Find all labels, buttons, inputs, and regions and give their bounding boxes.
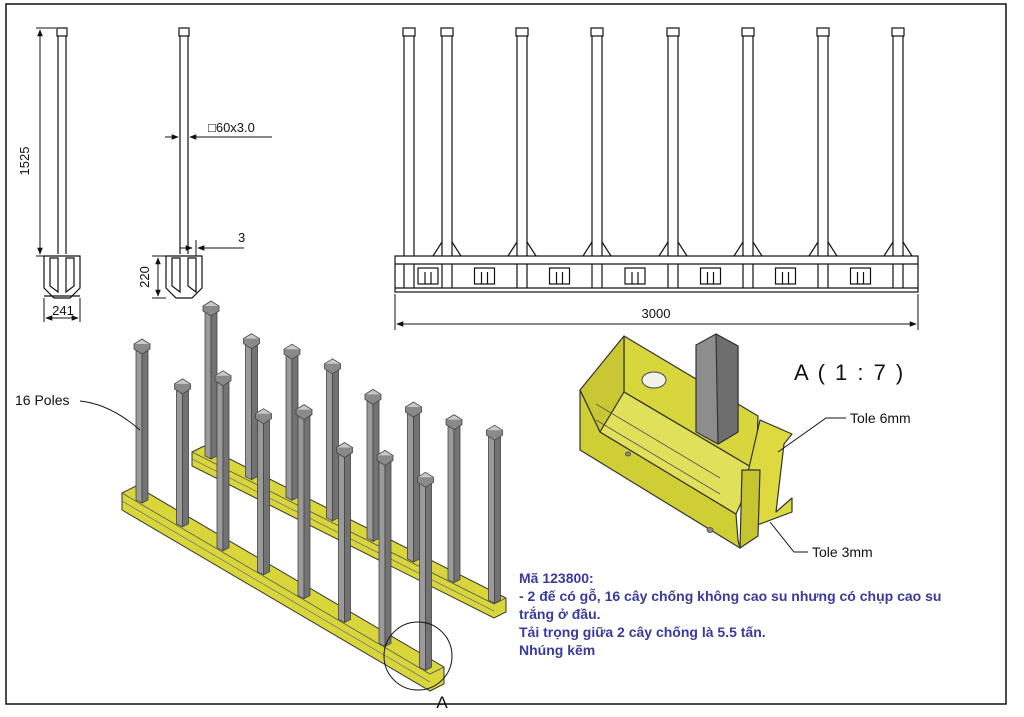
front-base-beam xyxy=(121,485,445,692)
isometric-pole xyxy=(214,370,232,552)
dimension-base-width-label: 241 xyxy=(52,303,74,318)
front-view-pole xyxy=(658,27,688,288)
side-view-right xyxy=(165,27,203,299)
detail-marker: A xyxy=(436,693,448,712)
dimension-length-label: 3000 xyxy=(642,306,671,321)
note-line-load: Tải trọng giữa 2 cây chống là 5.5 tấn. xyxy=(519,624,766,640)
dimension-height xyxy=(36,27,56,257)
isometric-pole xyxy=(416,471,435,671)
tole-6-label: Tole 6mm xyxy=(850,410,911,426)
dimension-tube-label: □60x3.0 xyxy=(208,120,255,135)
dimension-length xyxy=(394,294,919,330)
note-line-desc-cont: trắng ở đầu. xyxy=(519,606,601,622)
front-view-slot xyxy=(417,267,439,285)
side-view-left xyxy=(43,27,81,299)
poles-leader xyxy=(79,400,141,431)
isometric-pole xyxy=(404,401,423,563)
dimension-plate-label: 3 xyxy=(238,230,245,245)
front-view-slot xyxy=(548,267,571,285)
front-view-pole xyxy=(402,27,416,288)
product-note: Mã 123800: - 2 đế có gỗ, 16 cây chống kh… xyxy=(519,569,1009,659)
isometric-pole xyxy=(242,333,261,481)
poles-label: 16 Poles xyxy=(15,392,69,408)
front-view-pole xyxy=(883,27,913,288)
note-line-code: Mã 123800: xyxy=(519,570,594,586)
tole-3-label: Tole 3mm xyxy=(812,544,873,560)
isometric-pole xyxy=(364,388,382,543)
front-view-pole xyxy=(808,27,838,288)
detail-title: A ( 1 : 7 ) xyxy=(794,360,905,385)
front-view-pole xyxy=(432,27,462,288)
note-line-desc: - 2 đế có gỗ, 16 cây chống không cao su … xyxy=(519,588,942,604)
back-poles xyxy=(202,300,504,604)
detail-circle xyxy=(383,621,453,691)
note-line-finish: Nhúng kẽm xyxy=(519,642,596,658)
front-view-pole xyxy=(733,27,763,288)
sheet-border xyxy=(5,3,1007,705)
front-view xyxy=(394,27,919,293)
rack-isometric xyxy=(121,300,507,692)
dimension-base-height xyxy=(152,255,166,299)
isometric-pole xyxy=(445,414,463,584)
front-view-slot xyxy=(624,267,646,285)
isometric-pole xyxy=(335,442,354,624)
isometric-pole xyxy=(283,343,301,501)
isometric-pole xyxy=(376,449,394,648)
front-view-slot xyxy=(774,267,797,285)
front-view-pole xyxy=(582,27,612,288)
isometric-pole xyxy=(254,408,273,576)
tole-6-leader xyxy=(777,417,846,453)
isometric-pole xyxy=(133,338,151,504)
detail-a-view xyxy=(579,333,793,549)
front-view-pole xyxy=(507,27,537,288)
front-poles xyxy=(133,338,435,671)
isometric-pole xyxy=(485,424,504,604)
front-view-slot xyxy=(473,267,496,285)
tole-3-leader xyxy=(769,521,808,553)
dimension-base-width xyxy=(43,298,81,322)
dimension-plate xyxy=(180,240,244,256)
front-view-slot xyxy=(699,267,722,285)
isometric-pole xyxy=(202,300,220,460)
dimension-height-label: 1525 xyxy=(17,147,32,176)
isometric-pole xyxy=(295,404,313,600)
isometric-pole xyxy=(323,358,342,522)
front-view-slot xyxy=(849,267,872,285)
isometric-pole xyxy=(173,378,192,528)
dimension-base-height-label: 220 xyxy=(137,266,152,288)
